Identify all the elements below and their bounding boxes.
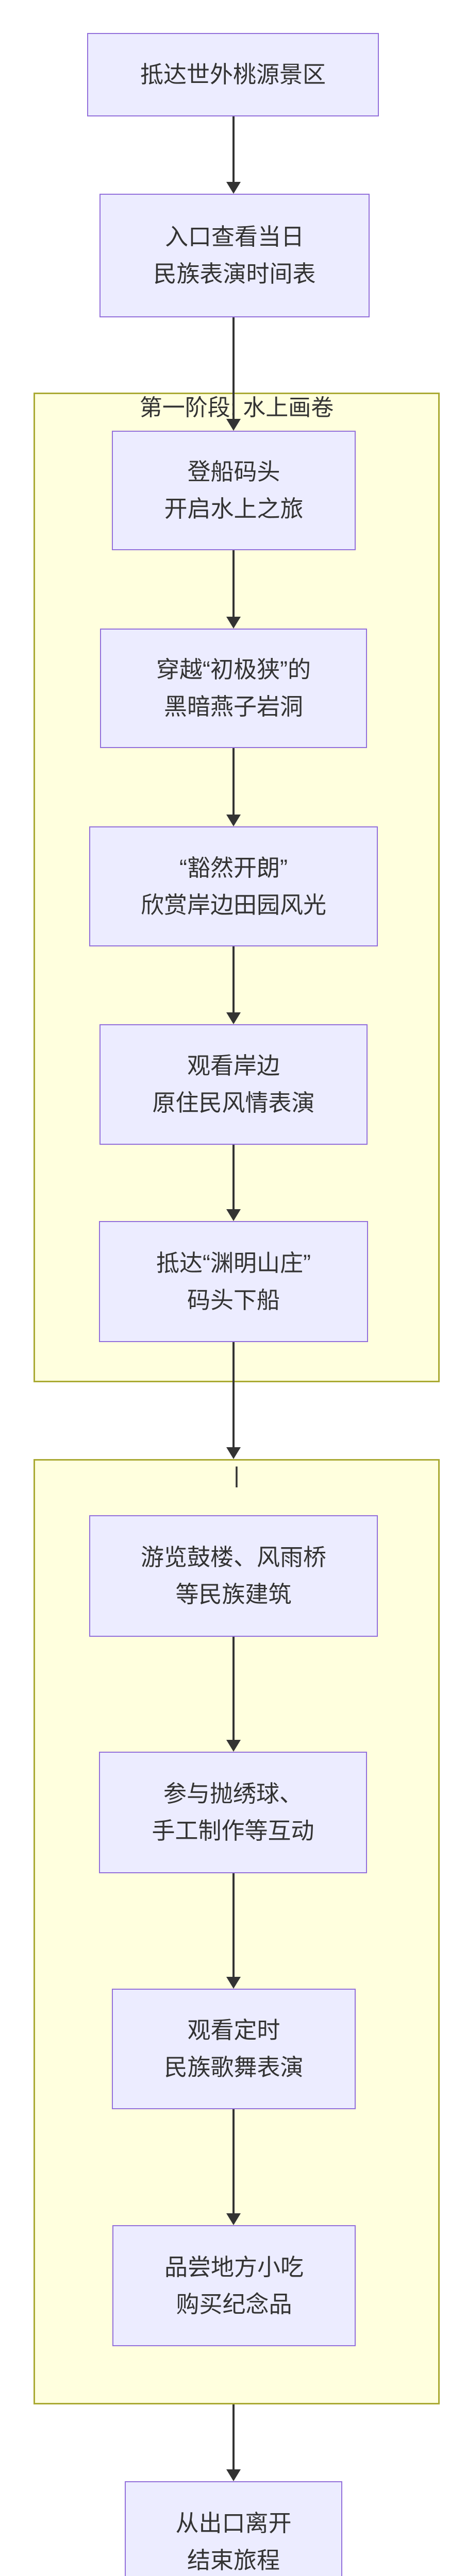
arrowhead-icon (226, 2213, 241, 2225)
node-text: 抵达世外桃源景区 (140, 61, 326, 88)
edge-line (232, 1145, 235, 1210)
arrowhead-icon (226, 1977, 241, 1989)
node-text: 登船码头 (187, 459, 280, 485)
node-exit-end-trip: 从出口离开 结束旅程 (125, 2481, 342, 2576)
node-watch-folk-song-dance-show: 观看定时 民族歌舞表演 (112, 1989, 356, 2109)
edge-line (232, 1873, 235, 1977)
node-watch-riverside-folk-show: 观看岸边 原住民风情表演 (99, 1024, 368, 1145)
node-text: 民族歌舞表演 (164, 2054, 304, 2080)
edge-line (232, 1637, 235, 1740)
node-text: 购买纪念品 (176, 2291, 292, 2317)
node-text: 品尝地方小吃 (164, 2253, 304, 2280)
node-text: 观看岸边 (187, 1053, 280, 1079)
node-text: 黑暗燕子岩洞 (163, 693, 303, 720)
subgraph2-title: | (234, 1463, 240, 1488)
node-text: 码头下船 (187, 1286, 280, 1313)
edge-line (232, 748, 235, 815)
arrowhead-icon (226, 1447, 241, 1459)
node-arrive-scenic-area: 抵达世外桃源景区 (87, 33, 379, 116)
edge-line (232, 2109, 235, 2214)
arrowhead-icon (226, 1012, 241, 1024)
node-taste-snacks-buy-souvenirs: 品尝地方小吃 购买纪念品 (112, 2225, 356, 2346)
arrowhead-icon (226, 1209, 241, 1221)
arrowhead-icon (226, 2469, 241, 2481)
edge-line (232, 116, 235, 182)
edge-line (232, 317, 235, 419)
edge-line (232, 2404, 235, 2470)
arrowhead-icon (226, 617, 241, 629)
subgraph1-title: 第一阶段: 水上画卷 (139, 395, 334, 420)
node-text: 等民族建筑 (175, 1581, 292, 1607)
edge-line (232, 550, 235, 617)
node-text: 抵达“渊明山庄” (156, 1249, 311, 1276)
node-visit-drum-tower-wind-rain-bridge: 游览鼓楼、风雨桥 等民族建筑 (89, 1515, 378, 1637)
arrowhead-icon (226, 419, 241, 431)
node-text: 穿越“初极狭”的 (156, 656, 311, 683)
node-text: 结束旅程 (187, 2547, 280, 2573)
node-text: 手工制作等互动 (152, 1818, 314, 1844)
node-open-up-countryside-view: “豁然开朗” 欣赏岸边田园风光 (89, 826, 378, 946)
edge-line (232, 1342, 235, 1448)
node-text: 原住民风情表演 (152, 1090, 315, 1116)
arrowhead-icon (226, 815, 241, 826)
node-text: 观看定时 (187, 2017, 280, 2043)
node-text: 欣赏岸边田园风光 (140, 891, 326, 918)
node-text: “豁然开朗” (179, 854, 288, 881)
node-text: 参与抛绣球、 (163, 1781, 303, 1807)
arrowhead-icon (226, 1740, 241, 1752)
node-board-boat-dock: 登船码头 开启水上之旅 (112, 431, 356, 550)
arrowhead-icon (226, 182, 241, 194)
node-text: 从出口离开 (175, 2510, 292, 2536)
node-text: 入口查看当日 (164, 224, 304, 250)
node-text: 开启水上之旅 (164, 496, 304, 522)
node-text: 民族表演时间表 (153, 261, 316, 287)
node-check-performance-schedule: 入口查看当日 民族表演时间表 (99, 194, 370, 317)
node-join-embroidery-ball-crafts: 参与抛绣球、 手工制作等互动 (99, 1752, 367, 1873)
node-text: 游览鼓楼、风雨桥 (140, 1544, 326, 1570)
node-cross-narrow-dark-cave: 穿越“初极狭”的 黑暗燕子岩洞 (100, 629, 367, 748)
node-arrive-yuanming-villa-dock: 抵达“渊明山庄” 码头下船 (99, 1221, 368, 1342)
edge-line (232, 946, 235, 1013)
